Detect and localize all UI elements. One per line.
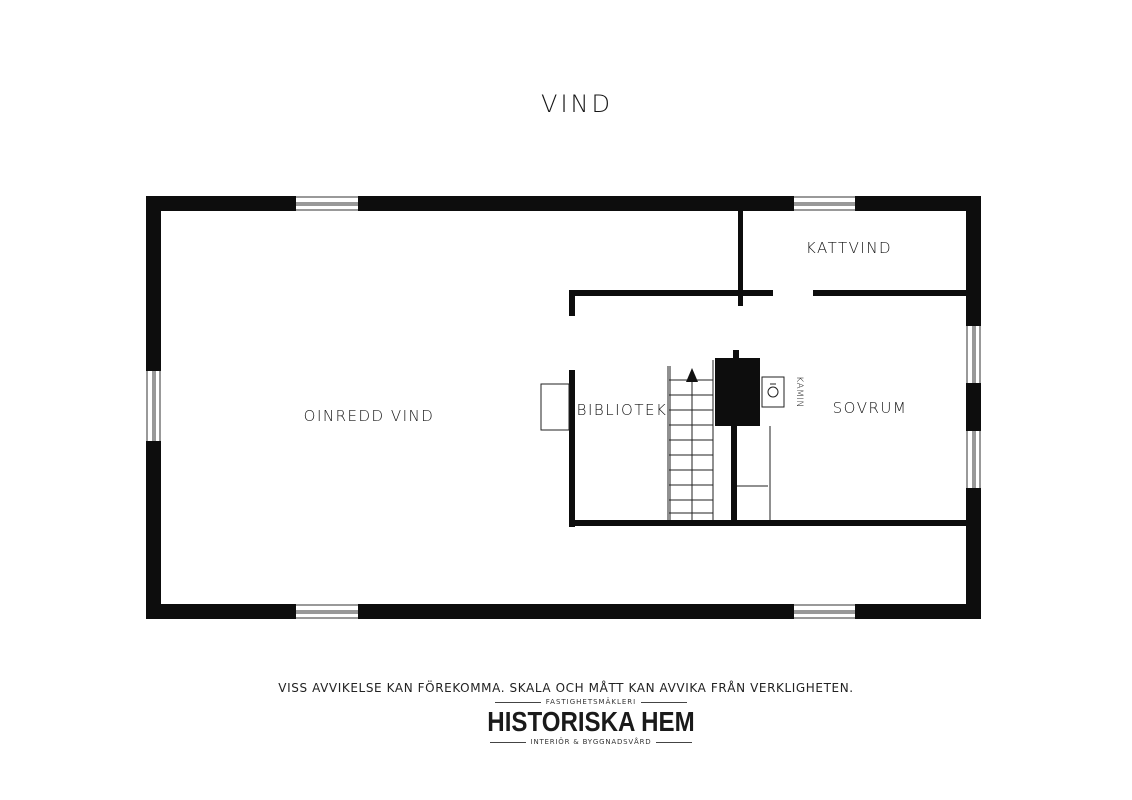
room-label-kamin: KAMIN — [794, 376, 804, 408]
brand-tagline-top: FASTIGHETSMÄKLERI — [466, 698, 716, 706]
window-bottom-left — [296, 604, 358, 619]
outer-walls — [146, 196, 981, 619]
room-label-kattvind: KATTVIND — [806, 239, 892, 257]
floor-title: VIND — [541, 90, 613, 118]
staircase — [667, 360, 714, 520]
brand-name: HISTORISKA HEM — [487, 706, 695, 737]
room-label-sovrum: SOVRUM — [833, 399, 908, 417]
window-top-right — [794, 196, 855, 211]
interior-walls — [569, 211, 967, 527]
window-right-upper — [966, 326, 981, 383]
stair-arrow-icon — [686, 368, 698, 382]
room-label-oinredd-vind: OINREDD VIND — [304, 407, 435, 425]
brand-tagline-bottom: INTERIÖR & BYGGNADSVÅRD — [466, 738, 716, 746]
window-right-lower — [966, 431, 981, 488]
room-label-bibliotek: BIBLIOTEK — [577, 401, 668, 419]
window-top-left — [296, 196, 358, 211]
brand-logo: FASTIGHETSMÄKLERI HISTORISKA HEM INTERIÖ… — [466, 698, 716, 746]
disclaimer-text: VISS AVVIKELSE KAN FÖREKOMMA. SKALA OCH … — [278, 681, 854, 695]
chimney — [715, 358, 760, 426]
wardrobe — [737, 426, 771, 520]
window-left — [146, 371, 161, 441]
window-bottom-right — [794, 604, 855, 619]
stove: KAMIN — [761, 376, 804, 408]
windows — [146, 196, 981, 619]
bookshelf — [540, 383, 570, 431]
